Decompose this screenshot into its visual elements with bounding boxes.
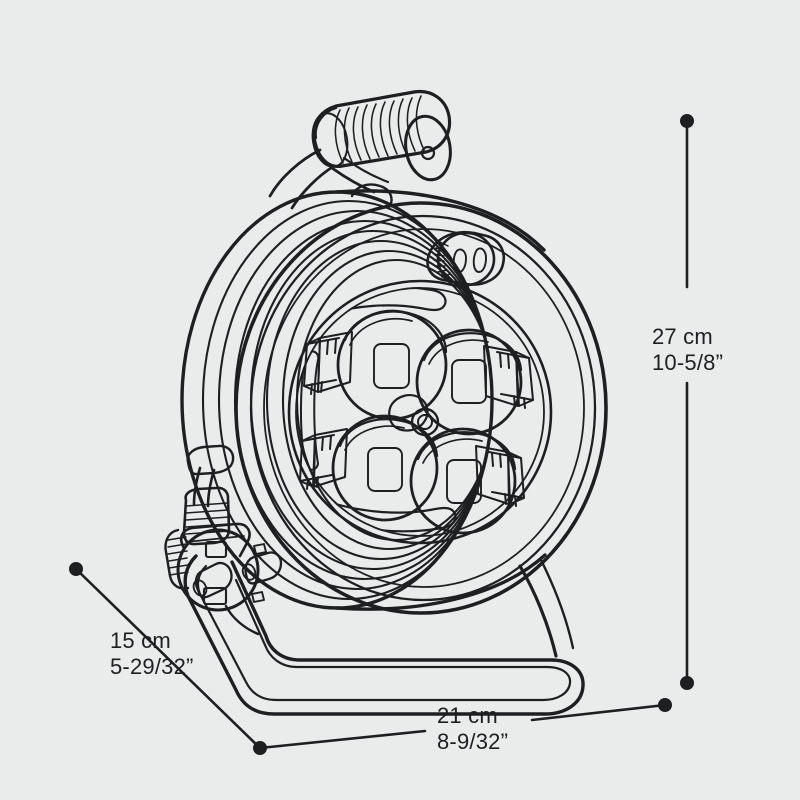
socket-cover xyxy=(299,414,439,522)
socket-hinge-clip xyxy=(299,428,348,490)
dimension-width-metric: 21 cm xyxy=(437,703,498,728)
socket-hinge-clip xyxy=(475,445,525,507)
dimension-height-imperial: 10-5/8” xyxy=(652,350,724,375)
dimension-depth-imperial: 5-29/32” xyxy=(110,654,194,679)
dimension-line-width xyxy=(258,698,672,750)
schuko-plug xyxy=(164,522,283,636)
dimension-depth-metric: 15 cm xyxy=(110,628,171,653)
dimension-label-depth: 15 cm 5-29/32” xyxy=(110,628,194,680)
dimension-label-width: 21 cm 8-9/32” xyxy=(437,703,508,755)
socket-cover xyxy=(415,328,534,436)
handle-ribs xyxy=(334,95,425,164)
drum-barrel xyxy=(180,189,547,611)
handle-bracket xyxy=(268,148,393,210)
carry-handle xyxy=(268,89,452,210)
socket-cover xyxy=(409,427,525,535)
drum-flange-right xyxy=(234,201,608,615)
dimension-label-height: 27 cm 10-5/8” xyxy=(652,324,723,376)
dimension-width-imperial: 8-9/32” xyxy=(437,729,509,754)
socket-hinge-clip xyxy=(303,331,353,395)
crank-knob xyxy=(426,230,506,287)
dimension-height-metric: 27 cm xyxy=(652,324,713,349)
dimension-line-height xyxy=(680,114,694,690)
